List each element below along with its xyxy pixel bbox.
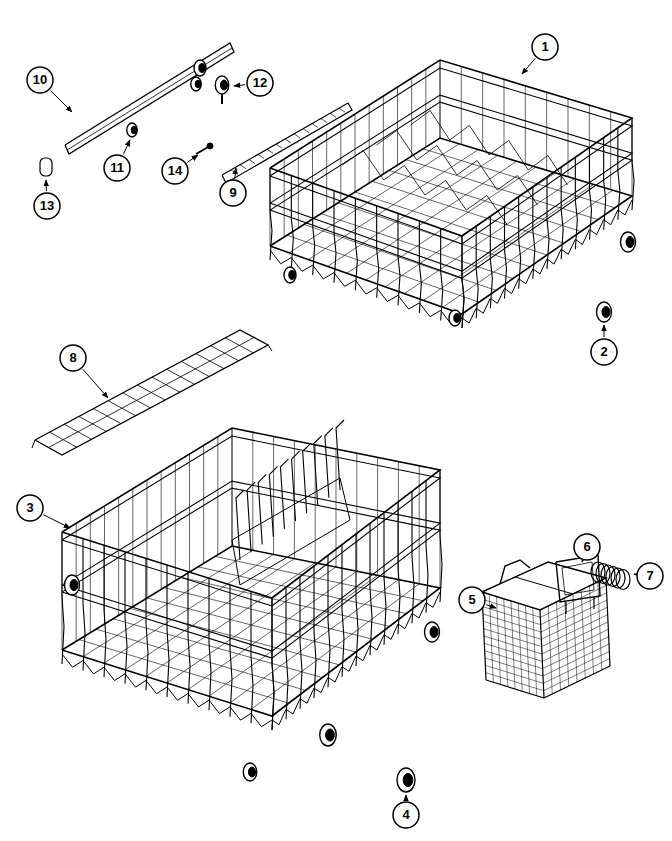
upper-rack (270, 60, 634, 328)
callout-circle (574, 534, 600, 560)
callout-circle (532, 34, 558, 60)
end-cap (40, 158, 52, 176)
leader-line (123, 140, 130, 154)
callout-number: 7 (646, 568, 653, 584)
wheel (397, 768, 415, 792)
leader-line (604, 325, 605, 337)
callout-circle (393, 802, 419, 828)
wheel (194, 60, 206, 76)
leader-line (43, 515, 70, 528)
callout-circle (220, 180, 246, 206)
callout-number: 2 (600, 344, 607, 360)
wheel (320, 724, 337, 746)
wheel (243, 763, 257, 781)
callout-circle (591, 339, 617, 365)
callout-marks (17, 34, 663, 828)
callout-circle (162, 158, 188, 184)
leader-line (51, 91, 72, 112)
callout-number: 4 (402, 807, 409, 823)
leader-line (582, 561, 583, 563)
leader-line (234, 85, 245, 86)
wheel (215, 76, 229, 94)
lower-rack (62, 420, 442, 730)
rack-track (65, 43, 234, 154)
cup-shelf (32, 330, 272, 455)
leader-line (406, 795, 407, 800)
callout-number: 13 (40, 198, 54, 214)
callout-number: 14 (168, 163, 182, 179)
wheel (425, 622, 440, 642)
wheel (449, 310, 461, 326)
callout-circle (17, 495, 43, 521)
callout-number: 11 (110, 160, 124, 176)
wheel (597, 302, 612, 322)
wheel (65, 575, 80, 595)
callout-number: 8 (69, 350, 76, 366)
wheel (284, 267, 296, 283)
callout-number: 9 (229, 185, 236, 201)
callout-number: 10 (33, 72, 47, 88)
callout-circle (34, 193, 60, 219)
leader-line (46, 180, 47, 191)
callout-circle (60, 345, 86, 371)
screw (196, 143, 213, 154)
leader-line (83, 369, 108, 398)
callout-number: 12 (253, 75, 267, 91)
leader-line (634, 574, 635, 575)
callout-circle (637, 563, 663, 589)
callout-circle (459, 587, 485, 613)
wheel (621, 232, 636, 252)
coil (591, 562, 630, 590)
leader-line (235, 168, 236, 178)
callout-number: 3 (26, 500, 33, 516)
callout-circle (247, 70, 273, 96)
callout-circle (27, 67, 53, 93)
wheel (127, 123, 138, 137)
rack-stop-strip (222, 103, 352, 183)
leader-line (522, 58, 535, 74)
silverware-basket (482, 560, 610, 698)
callout-number: 1 (541, 39, 548, 55)
wheel (191, 77, 202, 91)
leader-line (187, 155, 198, 162)
callout-circle (104, 155, 130, 181)
leader-line (486, 605, 496, 608)
drawing (32, 43, 636, 792)
callout-number: 5 (468, 592, 475, 608)
callout-number: 6 (583, 539, 590, 555)
